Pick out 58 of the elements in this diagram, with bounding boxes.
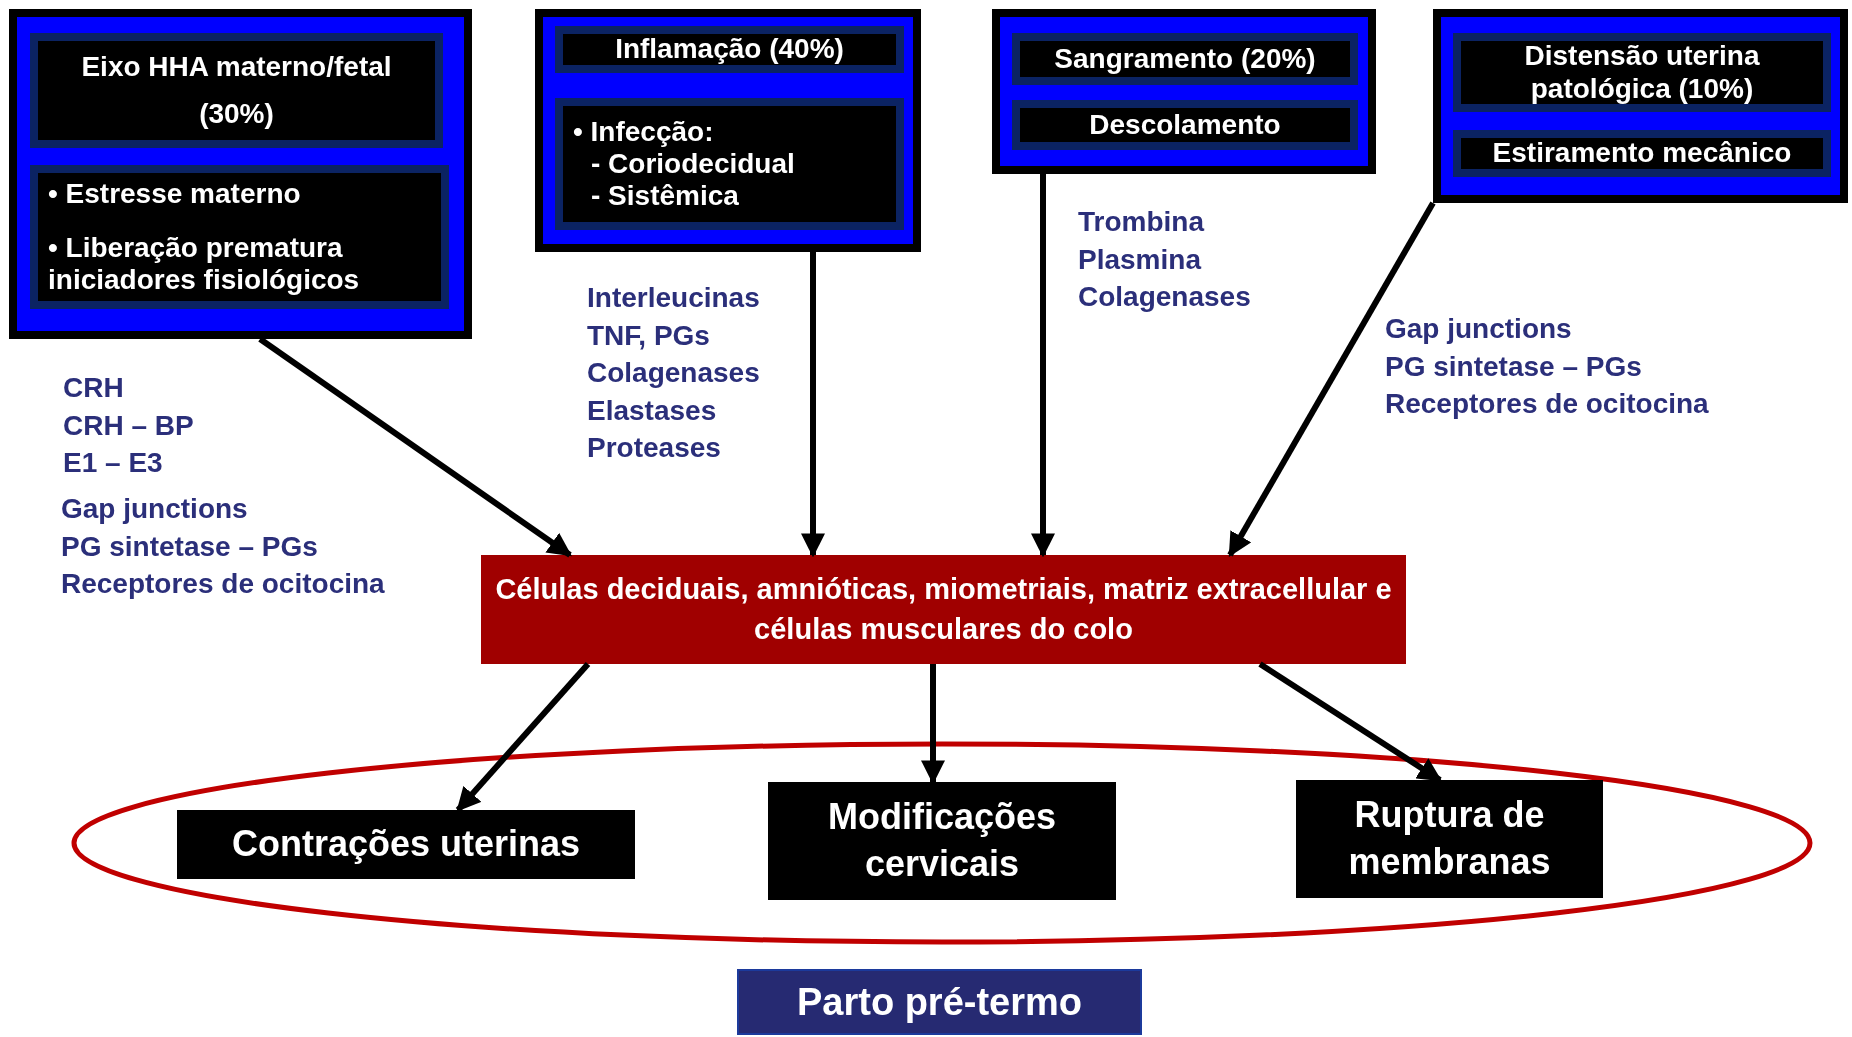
- box-text: • Infecção:: [573, 115, 714, 148]
- box-text: (30%): [199, 97, 274, 130]
- cell-box: [481, 555, 1406, 664]
- text-box: [1012, 100, 1358, 150]
- factor-label: Trombina: [1078, 206, 1204, 238]
- box-text: Modificações cervicais: [826, 795, 1058, 886]
- box-text: - Sistêmica: [590, 180, 739, 213]
- box-text: Inflamação (40%): [615, 33, 844, 66]
- arrow: [455, 662, 591, 812]
- text-box: [1012, 33, 1358, 85]
- factor-label: PG sintetase – PGs: [1385, 350, 1642, 383]
- factor-label: Colagenases: [1078, 281, 1251, 313]
- text-box: [555, 98, 904, 230]
- box-text: Sangramento (20%): [1054, 42, 1316, 76]
- arrow: [1258, 661, 1442, 783]
- box-text: • Estresse materno: [48, 177, 301, 210]
- text-box: [30, 33, 443, 148]
- box-text: Distensão uterina patológica (10%): [1523, 40, 1761, 105]
- outcome-box: [768, 782, 1116, 900]
- result-box: [737, 969, 1142, 1035]
- factor-label: Plasmina: [1078, 243, 1201, 276]
- box-text: Descolamento: [1089, 108, 1281, 142]
- box-text: Eixo HHA materno/fetal: [81, 51, 392, 84]
- factor-label: PG sintetase – PGs: [61, 530, 318, 563]
- factor-label: Interleucinas: [587, 282, 760, 314]
- factor-label: Receptores de ocitocina: [61, 568, 385, 600]
- box-text: Ruptura de membranas: [1347, 793, 1552, 884]
- factor-label: Elastases: [587, 394, 717, 427]
- arrow: [1031, 174, 1055, 558]
- factor-label: Colagenases: [587, 357, 760, 389]
- text-box: [1453, 33, 1831, 112]
- outcome-box: [177, 810, 635, 879]
- box-text: - Coriodecidual: [590, 147, 795, 181]
- factor-label: Receptores de ocitocina: [1385, 388, 1709, 420]
- box-text: Estiramento mecânico: [1492, 137, 1792, 170]
- factor-label: CRH – BP: [63, 409, 194, 442]
- arrow: [921, 664, 945, 785]
- box-text: Contrações uterinas: [231, 822, 581, 867]
- box-text: Células deciduais, amnióticas, miometriais, matriz extracellular e células musculares do colo: [494, 572, 1393, 647]
- factor-label: Gap junctions: [1385, 313, 1572, 345]
- outcome-box: [1296, 780, 1603, 898]
- box-text: Parto pré-termo: [796, 980, 1083, 1024]
- box-text: • Liberação prematura iniciadores fisiológicos: [48, 231, 361, 297]
- factor-label: CRH: [63, 372, 124, 404]
- factor-label: TNF, PGs: [587, 319, 710, 352]
- arrow: [801, 252, 825, 558]
- text-box: [30, 165, 449, 309]
- panel-frame: [9, 9, 472, 339]
- factor-label: Gap junctions: [61, 493, 248, 525]
- factor-label: E1 – E3: [63, 447, 163, 479]
- text-box: [555, 26, 904, 73]
- panel-frame: [535, 9, 921, 252]
- arrow: [1227, 201, 1436, 558]
- factor-label: Proteases: [587, 432, 721, 464]
- text-box: [1453, 130, 1831, 177]
- panel-frame: [1433, 9, 1848, 203]
- panel-frame: [992, 9, 1376, 174]
- arrow: [258, 336, 572, 558]
